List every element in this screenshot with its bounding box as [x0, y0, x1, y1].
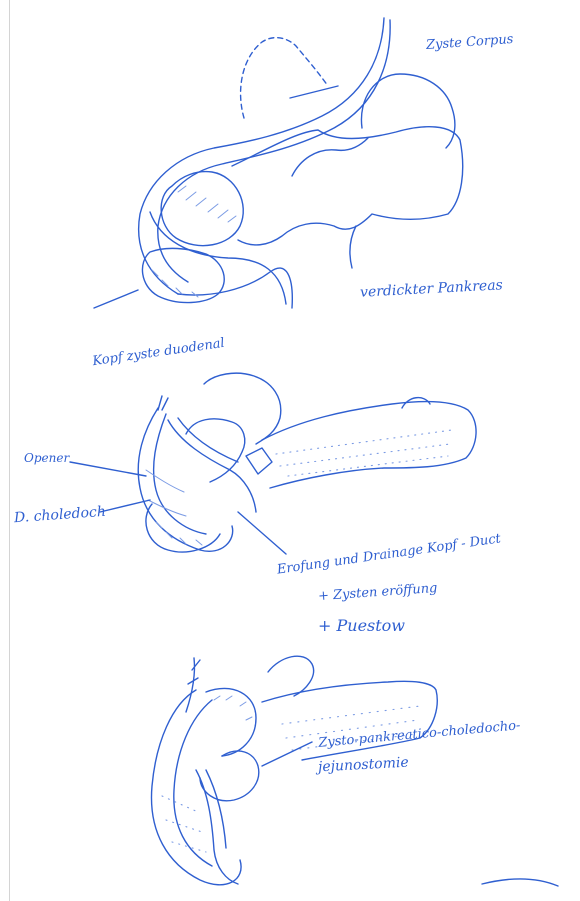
- duodenum-loop-outer: [138, 408, 232, 551]
- pointer-opener: [70, 462, 146, 476]
- pointer-erosion: [238, 512, 286, 554]
- pointer-head: [94, 290, 138, 308]
- head-cyst-hatch: [178, 186, 236, 222]
- choledochus-lower: [178, 418, 238, 462]
- pancreas-tail-outer: [262, 402, 476, 488]
- lower-stipple-3: [162, 796, 206, 852]
- vessel-branch: [158, 396, 168, 410]
- pointer-anastomosis: [262, 742, 312, 766]
- jejunum-lobe-upper: [206, 688, 256, 756]
- pancreas-head-opened: [204, 373, 281, 444]
- jejunal-loop-inner: [174, 700, 212, 866]
- label-opener: Opener: [24, 452, 69, 464]
- pointer-choledoch: [100, 500, 150, 512]
- choledochus-upper: [168, 420, 256, 512]
- duct-tip: [402, 398, 430, 408]
- duodenum-loop-inner: [154, 414, 206, 534]
- duodenum-lower-lobe-2: [146, 504, 220, 552]
- pancreas-upper-edge-3: [268, 656, 314, 696]
- pancreas-body: [232, 127, 463, 245]
- pancreas-tail-3: [262, 681, 437, 760]
- diagram-2-erosion: [70, 373, 476, 554]
- margin-stroke: [482, 879, 558, 886]
- stomach-dashed-outline: [241, 38, 328, 118]
- duodenum-outer: [139, 18, 384, 294]
- label-erosion-line3: + Puestow: [318, 618, 405, 634]
- bile-duct-line: [150, 212, 286, 304]
- duodenum-inner: [158, 20, 390, 282]
- head-cyst-lobe: [161, 172, 243, 246]
- drainage-tube: [246, 448, 272, 474]
- pointer-thickened: [350, 226, 356, 268]
- pancreas-upper-edge: [292, 138, 368, 176]
- jejunum-lobe-hatch: [214, 696, 252, 720]
- vessel-top: [186, 658, 200, 712]
- lower-lobe-hatch-2: [156, 522, 202, 545]
- pointer-corpus: [290, 86, 338, 98]
- duodenum-fold-line: [146, 470, 186, 516]
- diagram-1-cyst-pancreas: [94, 18, 463, 308]
